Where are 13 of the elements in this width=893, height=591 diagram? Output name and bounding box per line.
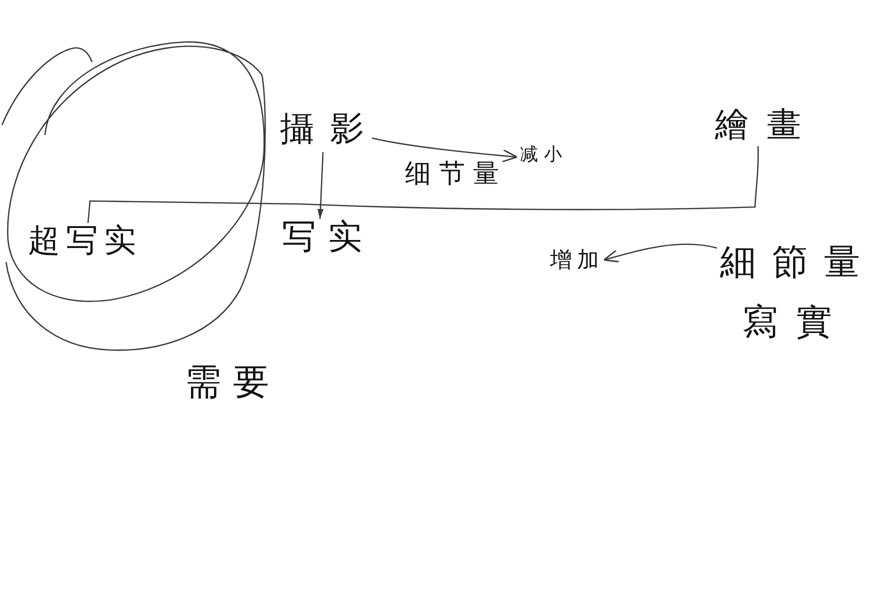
term-label: 增加	[550, 248, 599, 274]
term-label: 細節量	[720, 242, 860, 284]
text-label: 需要	[185, 362, 269, 404]
term-label: 写实	[282, 218, 362, 258]
term-label: 攝影	[280, 110, 364, 150]
connector-line	[87, 146, 759, 224]
arrow	[372, 137, 518, 162]
arrow	[603, 244, 718, 262]
term-label: 减小	[520, 145, 562, 166]
text-label: 寫實	[742, 302, 832, 344]
term-label: 超写实	[28, 222, 136, 259]
term-label: 繪畫	[715, 106, 801, 146]
arrow	[317, 152, 324, 220]
